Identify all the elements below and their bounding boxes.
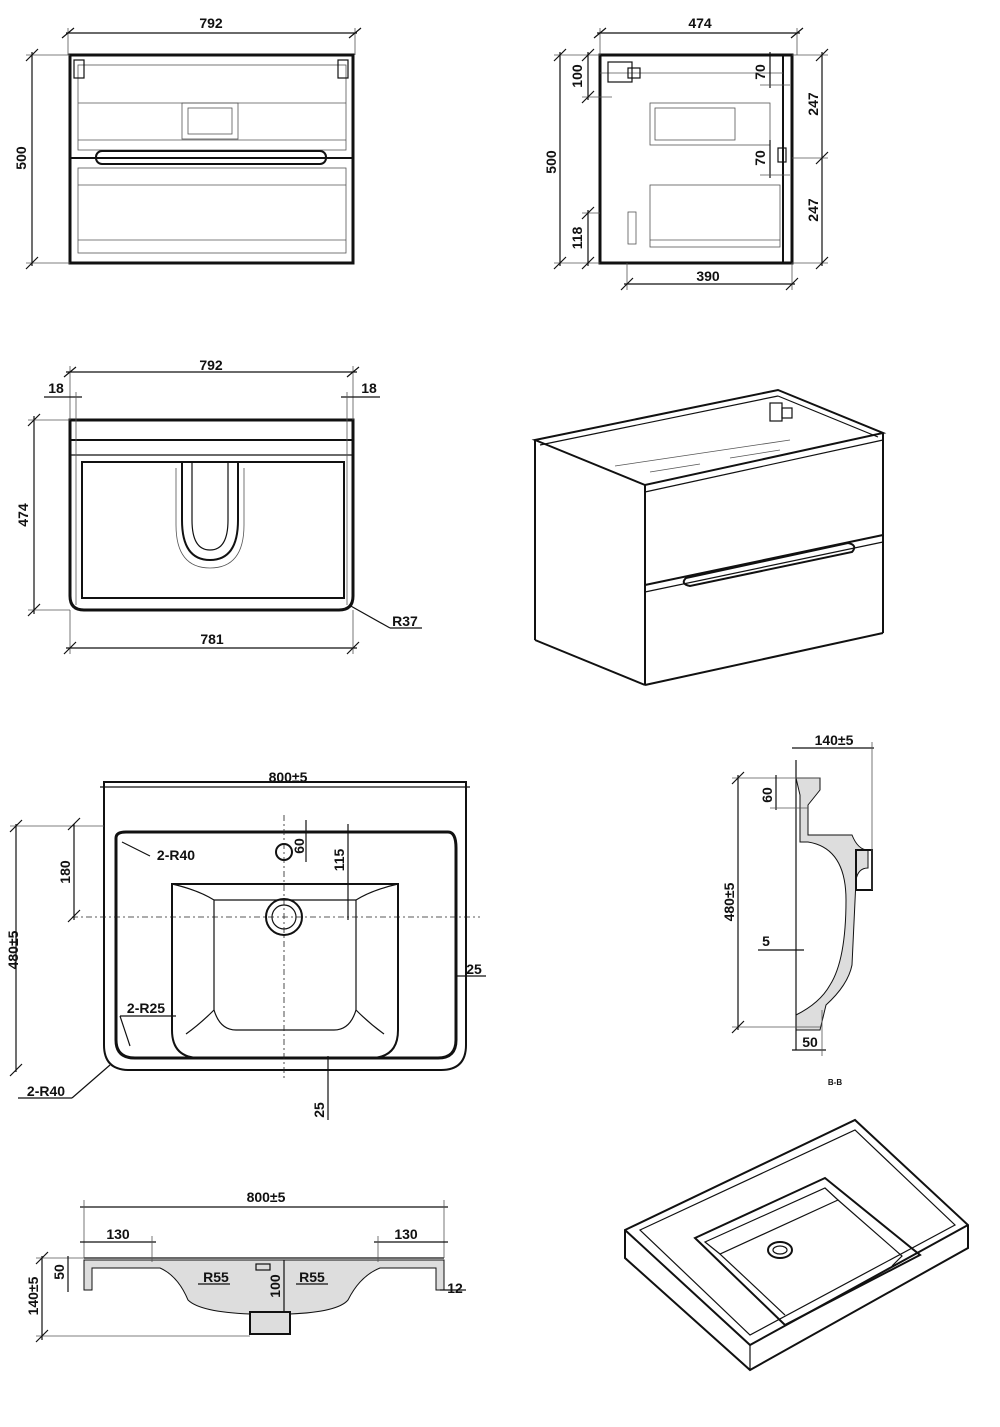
side-top-offset-label: 100 — [569, 64, 585, 88]
basin-tap-hole-label: 60 — [291, 838, 307, 854]
top-depth-label: 474 — [15, 503, 31, 527]
side-view: 500 100 118 474 390 247 247 70 70 — [543, 15, 829, 291]
basin-front-view: 800±5 130 130 140±5 50 R55 R55 100 12 — [25, 1189, 466, 1343]
side-bottom-offset-label: 118 — [569, 226, 585, 249]
front-basin-rim-label: 50 — [51, 1264, 67, 1280]
section-wall-label: 5 — [762, 933, 770, 949]
basin-edge-bottom-label: 25 — [311, 1102, 327, 1118]
top-width-label: 792 — [199, 357, 223, 373]
side-depth-label: 474 — [688, 15, 712, 31]
basin-plan-view: 800±5 480±5 180 115 60 2-R40 2-R25 2-R40… — [5, 769, 486, 1120]
top-panel-left-label: 18 — [48, 380, 64, 396]
section-bottom-label: 50 — [802, 1034, 818, 1050]
basin-width-label: 800±5 — [269, 769, 308, 785]
front-basin-drain-depth-label: 100 — [267, 1274, 283, 1298]
top-radius-label: R37 — [392, 613, 418, 629]
side-gap-2-label: 70 — [752, 150, 768, 166]
basin-section-view: 140±5 480±5 60 5 50 B-B — [721, 732, 874, 1087]
section-height-label: 140±5 — [815, 732, 854, 748]
basin-depth-label: 480±5 — [5, 930, 21, 969]
side-gap-1-label: 70 — [752, 64, 768, 80]
section-name-label: B-B — [828, 1078, 842, 1087]
side-height-label: 500 — [543, 150, 559, 174]
front-view: 792 500 — [13, 15, 362, 270]
basin-corner-inner-label: 2-R25 — [127, 1000, 165, 1016]
front-basin-left-flat-label: 130 — [106, 1226, 130, 1242]
front-height-label: 500 — [13, 146, 29, 170]
top-view: 792 18 18 474 781 R37 — [15, 357, 422, 655]
front-basin-height-label: 140±5 — [25, 1276, 41, 1315]
basin-edge-right-label: 25 — [466, 961, 482, 977]
basin-corner-outer-label: 2-R40 — [157, 847, 195, 863]
side-inner-depth-label: 390 — [696, 268, 720, 284]
front-basin-width-label: 800±5 — [247, 1189, 286, 1205]
front-width-label: 792 — [199, 15, 223, 31]
basin-bowl-offset-label: 180 — [57, 860, 73, 884]
cabinet-isometric — [531, 388, 887, 686]
side-drawer-2-label: 247 — [805, 198, 821, 222]
basin-corner-bottom-label: 2-R40 — [27, 1083, 65, 1099]
top-panel-right-label: 18 — [361, 380, 377, 396]
front-basin-radius-right-label: R55 — [299, 1269, 325, 1285]
top-bottom-width-label: 781 — [200, 631, 224, 647]
front-basin-edge-label: 12 — [447, 1280, 463, 1296]
front-basin-radius-left-label: R55 — [203, 1269, 229, 1285]
basin-drain-offset-label: 115 — [331, 848, 347, 871]
side-drawer-1-label: 247 — [805, 92, 821, 116]
section-depth-label: 480±5 — [721, 882, 737, 921]
front-basin-right-flat-label: 130 — [394, 1226, 418, 1242]
section-top-edge-label: 60 — [759, 787, 775, 803]
basin-isometric — [624, 1118, 969, 1372]
